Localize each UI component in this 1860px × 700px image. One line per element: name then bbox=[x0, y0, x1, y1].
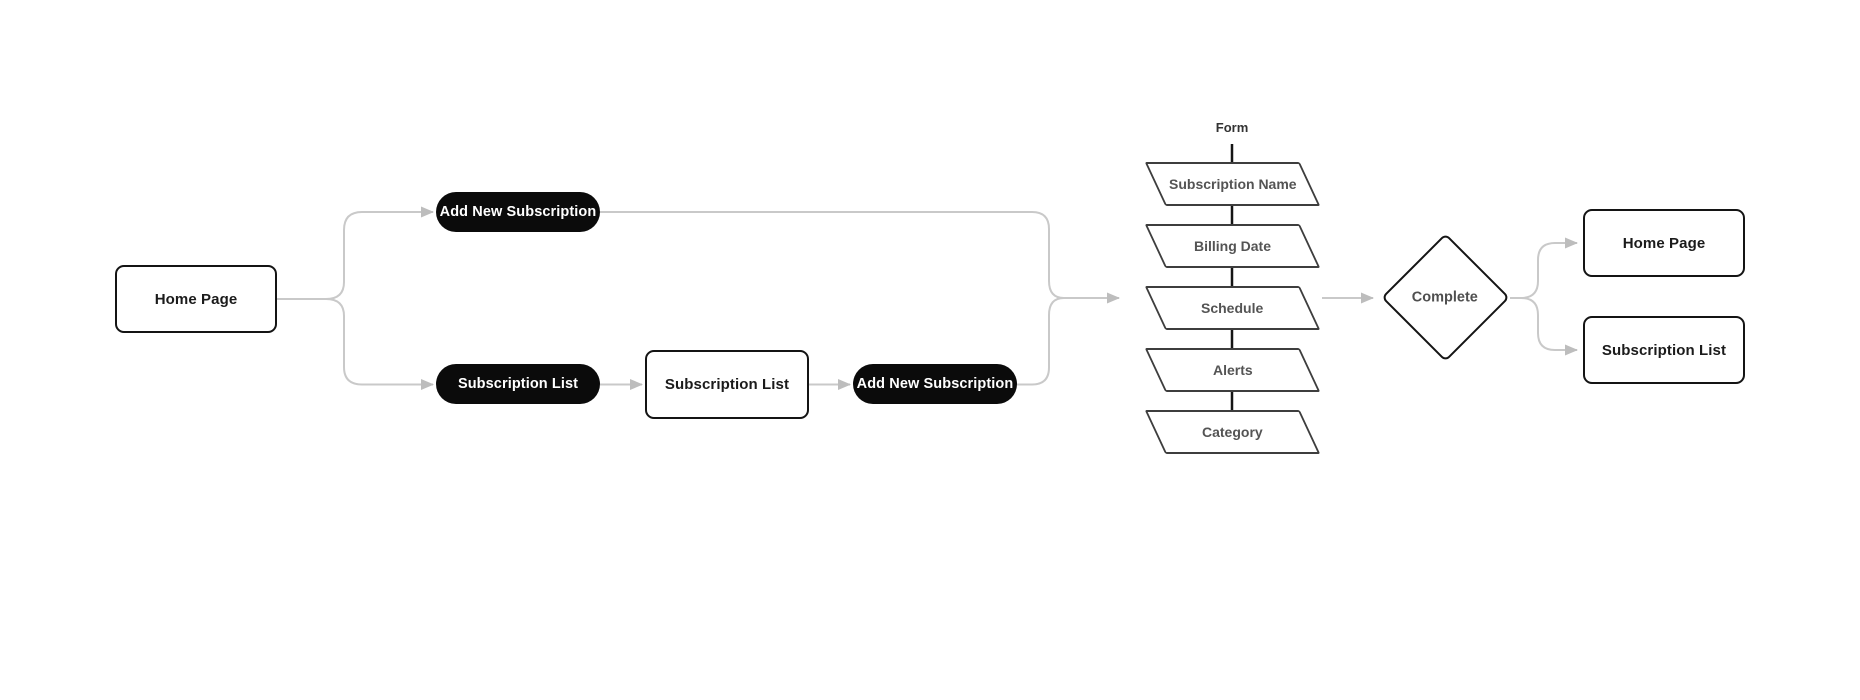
node-home-page-start[interactable]: Home Page bbox=[115, 265, 277, 333]
node-subscription-list-end[interactable]: Subscription List bbox=[1583, 316, 1745, 384]
edge-add-new-mid-to-merge bbox=[1017, 297, 1065, 386]
node-subscription-list-pill[interactable]: Subscription List bbox=[436, 364, 600, 404]
form-step-billing-date[interactable]: Billing Date bbox=[1144, 224, 1321, 268]
edge-complete-to-home bbox=[1520, 237, 1578, 299]
form-step-subscription-name[interactable]: Subscription Name bbox=[1144, 162, 1321, 206]
form-group-label: Form bbox=[1215, 120, 1249, 135]
node-label: Subscription List bbox=[457, 376, 579, 392]
form-step-label: Alerts bbox=[1212, 362, 1253, 378]
form-step-category[interactable]: Category bbox=[1144, 410, 1321, 454]
form-step-label: Schedule bbox=[1201, 300, 1264, 316]
node-label: Add New Subscription bbox=[439, 204, 597, 220]
edge-complete-to-list bbox=[1520, 297, 1578, 356]
form-step-label: Subscription Name bbox=[1168, 176, 1297, 192]
node-add-new-subscription-top[interactable]: Add New Subscription bbox=[436, 192, 600, 232]
node-home-page-end[interactable]: Home Page bbox=[1583, 209, 1745, 277]
form-step-alerts[interactable]: Alerts bbox=[1144, 348, 1321, 392]
node-label: Complete bbox=[1412, 289, 1479, 306]
node-label: Home Page bbox=[154, 290, 238, 308]
edge-add-new-top-to-merge bbox=[600, 211, 1065, 299]
form-step-label: Category bbox=[1202, 424, 1263, 440]
node-add-new-subscription-mid[interactable]: Add New Subscription bbox=[853, 364, 1017, 404]
form-step-schedule[interactable]: Schedule bbox=[1144, 286, 1321, 330]
node-subscription-list-screen[interactable]: Subscription List bbox=[645, 350, 809, 419]
node-label: Subscription List bbox=[1601, 341, 1727, 359]
node-label: Home Page bbox=[1622, 234, 1706, 252]
node-label: Subscription List bbox=[664, 376, 790, 393]
node-label: Add New Subscription bbox=[856, 376, 1014, 392]
edge-home-to-subscription-list bbox=[325, 298, 434, 390]
form-step-label: Billing Date bbox=[1193, 238, 1271, 254]
edge-home-to-add-new bbox=[325, 206, 434, 300]
